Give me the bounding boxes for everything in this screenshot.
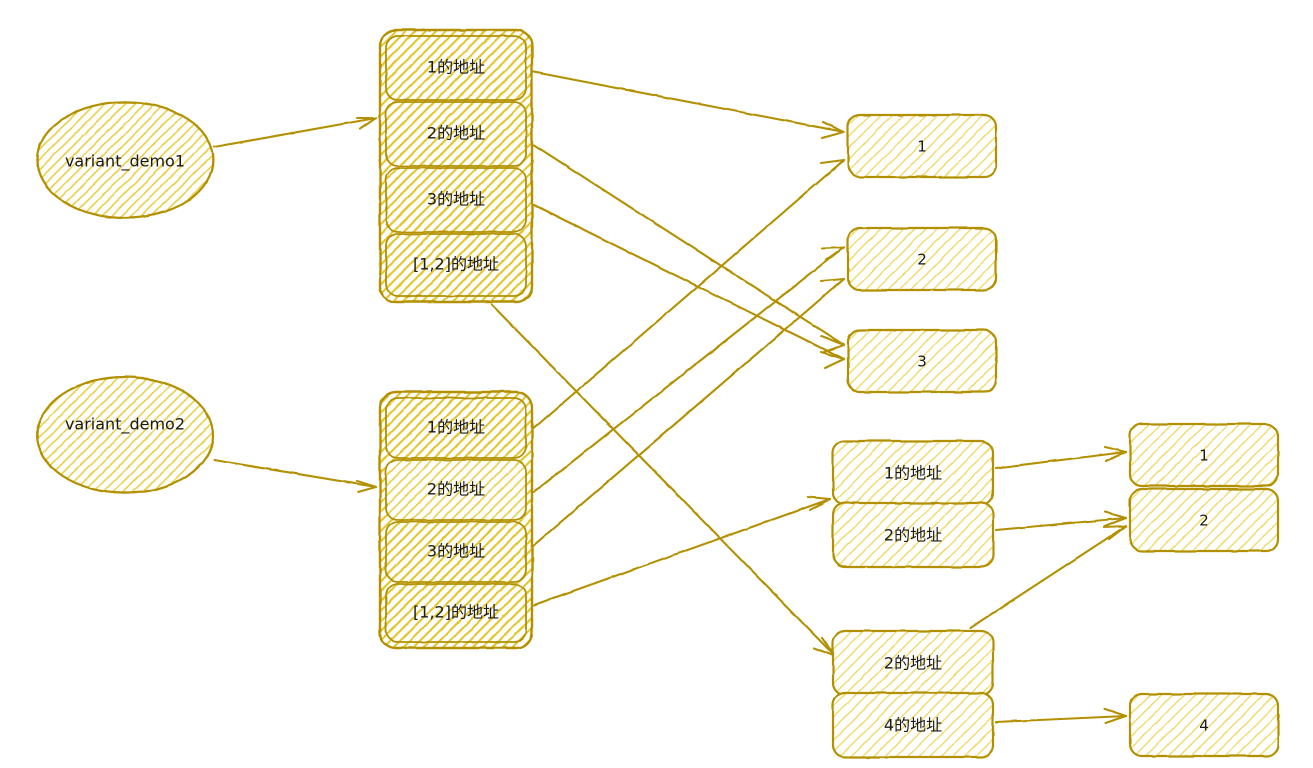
- edge-s1r4-to-a3: [490, 303, 837, 658]
- stack2-row-1-label: 1的地址: [427, 418, 485, 437]
- value-box-3-label: 3: [917, 353, 927, 371]
- stack2-row-3[interactable]: 3的地址: [385, 521, 527, 583]
- addr-box-2[interactable]: 2的地址: [831, 501, 995, 569]
- node-variant-demo2[interactable]: variant_demo2: [35, 375, 215, 495]
- edge-s2r3-to-v2: [532, 277, 846, 547]
- edge-root1-to-stack1: [212, 116, 378, 149]
- stack2-row-3-label: 3的地址: [427, 542, 485, 561]
- address-boxes-layer: 1的地址 2的地址 2的地址 4的地址: [831, 439, 995, 759]
- stack1-row-2-label: 2的地址: [427, 124, 485, 143]
- addr-box-1[interactable]: 1的地址: [831, 439, 995, 507]
- stack2-row-2[interactable]: 2的地址: [385, 459, 527, 521]
- stack2-row-4-label: [1,2]的地址: [413, 603, 499, 622]
- edge-s2r2-to-v2: [532, 245, 846, 494]
- edge-root2-to-stack2: [212, 458, 378, 494]
- value-box-6[interactable]: 4: [1128, 692, 1280, 758]
- value-box-3[interactable]: 3: [846, 328, 998, 394]
- addr-box-1-label: 1的地址: [884, 464, 942, 483]
- edge-s2r1-to-v1: [532, 158, 846, 430]
- addr-box-3[interactable]: 2的地址: [831, 629, 995, 697]
- addr-box-3-label: 2的地址: [884, 654, 942, 673]
- addr-box-2-label: 2的地址: [884, 526, 942, 545]
- stack2-row-2-label: 2的地址: [427, 480, 485, 499]
- stack1-row-1-label: 1的地址: [427, 58, 485, 77]
- stack1-row-2[interactable]: 2的地址: [385, 101, 527, 167]
- edge-a4-to-v6: [994, 707, 1128, 725]
- value-box-2-label: 2: [917, 251, 927, 269]
- node-variant-demo1[interactable]: variant_demo1: [35, 100, 215, 220]
- addr-box-4[interactable]: 4的地址: [831, 691, 995, 759]
- value-box-4[interactable]: 1: [1128, 422, 1280, 488]
- addr-box-4-label: 4的地址: [884, 716, 942, 735]
- stack2-row-4[interactable]: [1,2]的地址: [385, 583, 527, 643]
- value-boxes-layer: 1 2 3: [846, 113, 998, 394]
- value-box-6-label: 4: [1199, 717, 1209, 735]
- edge-s1r1-to-v1: [532, 70, 846, 140]
- roots-layer: variant_demo1 variant_demo2: [35, 100, 215, 495]
- edge-s1r3-to-v3: [532, 203, 846, 370]
- edge-a3-to-v5: [968, 524, 1128, 630]
- variant-demo1-label: variant_demo1: [65, 152, 185, 172]
- stack1-row-4-label: [1,2]的地址: [413, 255, 499, 274]
- stack1-row-4[interactable]: [1,2]的地址: [385, 233, 527, 297]
- stack2-row-1[interactable]: 1的地址: [385, 397, 527, 459]
- edge-s1r2-to-v3: [532, 143, 846, 354]
- value-box-4-label: 1: [1199, 447, 1209, 465]
- stack1-row-3[interactable]: 3的地址: [385, 167, 527, 233]
- value-box-2[interactable]: 2: [846, 226, 998, 292]
- edges-layer: [212, 70, 1128, 725]
- value-box-1-label: 1: [917, 138, 927, 156]
- stack-variant-demo2: 1的地址 2的地址 3的地址 [1,2]的地址: [378, 390, 534, 650]
- stack1-row-3-label: 3的地址: [427, 190, 485, 209]
- value-box-5[interactable]: 2: [1128, 487, 1280, 553]
- edge-a1-to-v4: [994, 445, 1128, 470]
- edge-s2r4-to-a1: [532, 495, 832, 607]
- stack1-row-1[interactable]: 1的地址: [385, 35, 527, 101]
- variant-demo2-label: variant_demo2: [65, 415, 185, 435]
- far-right-value-boxes-layer: 1 2 4: [1128, 422, 1280, 758]
- value-box-1[interactable]: 1: [846, 113, 998, 179]
- value-box-5-label: 2: [1199, 512, 1209, 530]
- stack-variant-demo1: 1的地址 2的地址 3的地址 [1,2]的地址: [378, 28, 534, 304]
- edge-a2-to-v5: [994, 510, 1128, 532]
